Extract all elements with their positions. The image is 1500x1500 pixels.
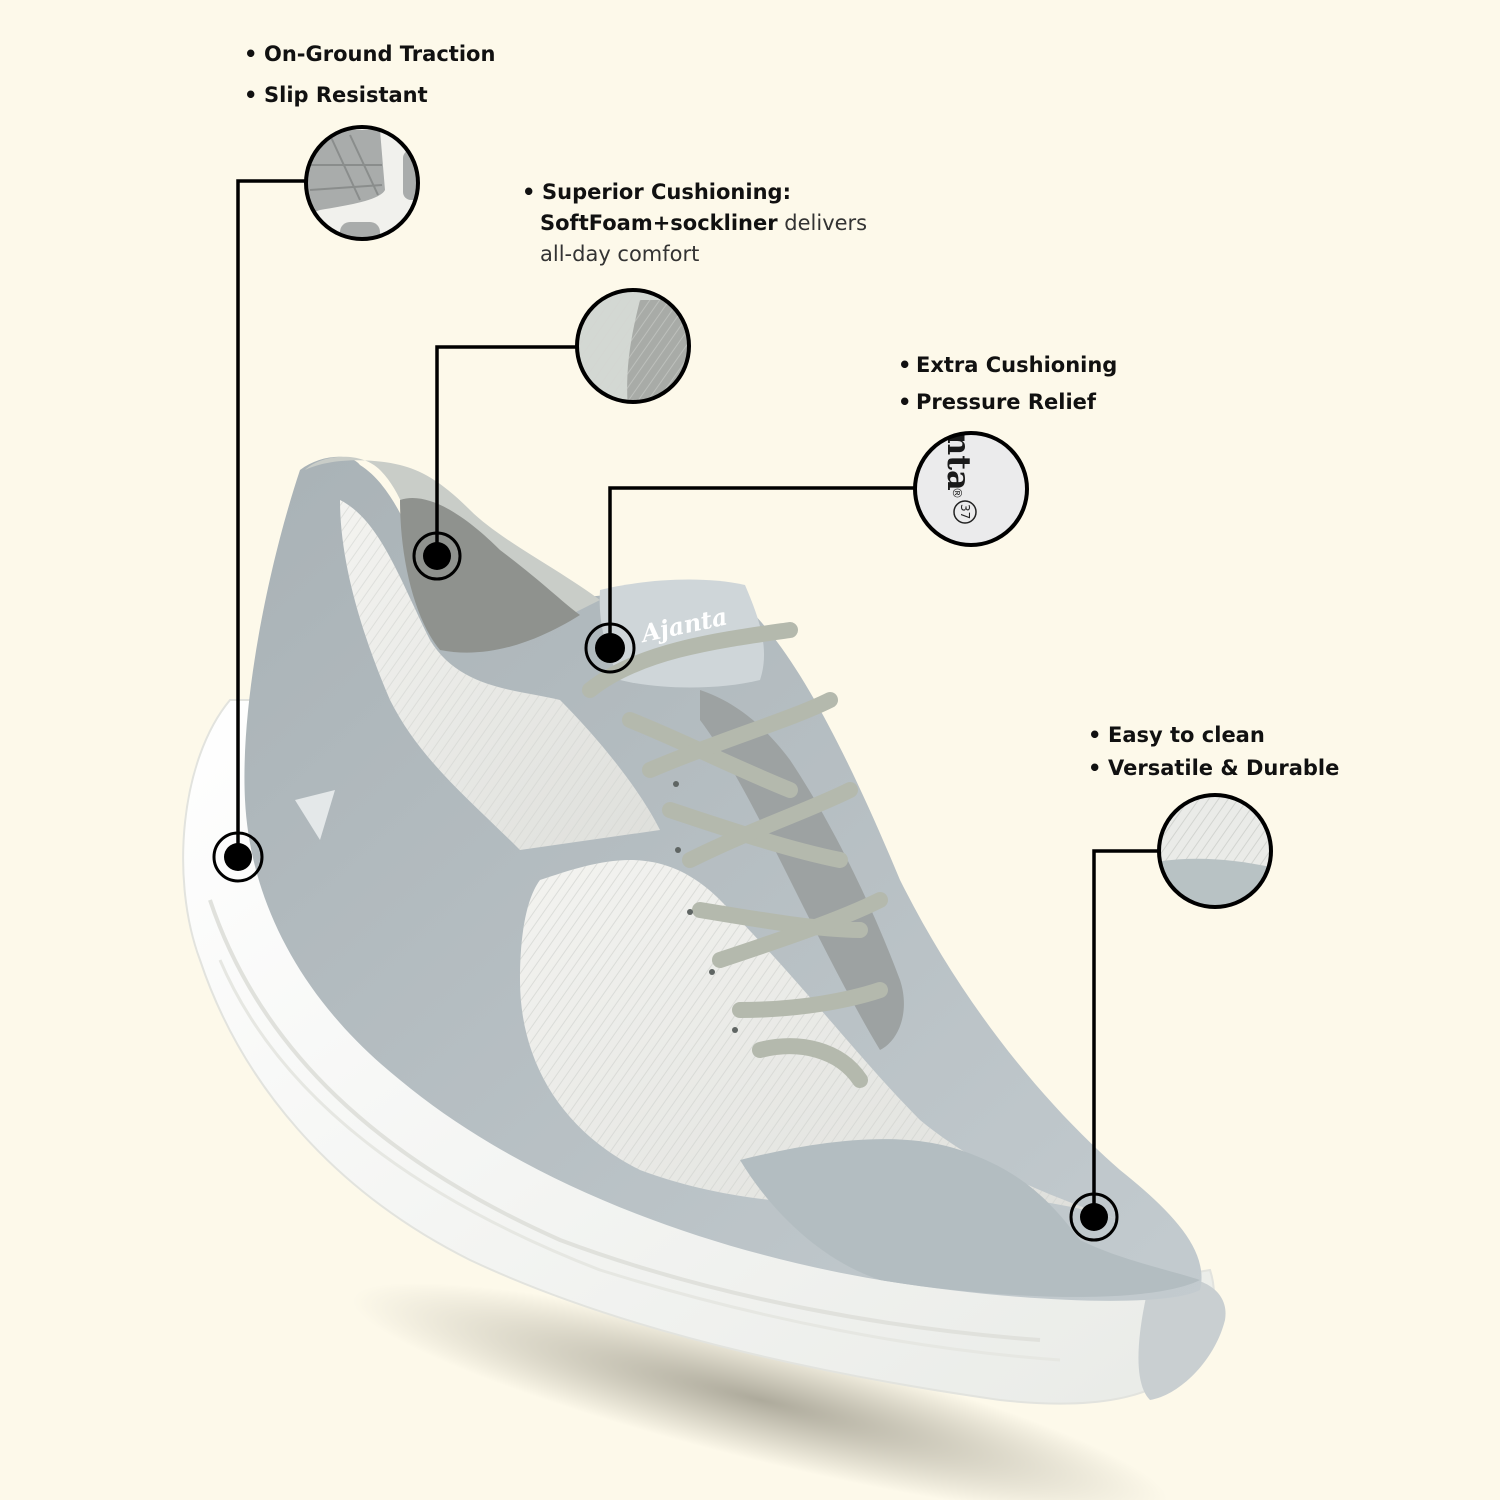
ground-shadow	[352, 1282, 1168, 1500]
feature-bullet: •Extra Cushioning	[898, 353, 1118, 377]
feature-bullet: •Pressure Relief	[898, 390, 1097, 414]
feature-bullet: •On-Ground Traction	[244, 42, 496, 66]
eyelets	[673, 781, 738, 1033]
toe-bumper	[1138, 1277, 1226, 1400]
svg-text:®: ®	[950, 487, 964, 499]
shoelaces	[582, 622, 888, 1088]
marker-tongue[interactable]	[584, 622, 636, 674]
feature-insole: •Extra Cushioning •Pressure Relief	[898, 347, 1117, 421]
collar-inner-lining	[400, 498, 580, 653]
marker-midsole[interactable]	[212, 831, 264, 883]
toe-cap-overlay	[740, 1139, 1200, 1297]
zoom-insole-logo: nta ® 37	[913, 431, 1029, 547]
feature-cushioning: •Superior Cushioning: SoftFoam+sockliner…	[522, 180, 868, 266]
feature-outsole: •On-Ground Traction •Slip Resistant	[244, 34, 495, 116]
zoom-upper-mesh	[1157, 793, 1273, 909]
mesh-texture	[340, 500, 660, 850]
svg-text:37: 37	[958, 504, 972, 519]
zoom-sockliner-mesh	[575, 288, 691, 404]
feature-upper: •Easy to clean •Versatile & Durable	[1088, 719, 1339, 785]
feature-bullet: •Slip Resistant	[244, 83, 428, 107]
zoom-outsole-tread	[304, 125, 420, 241]
marker-toe[interactable]	[1069, 1192, 1119, 1242]
mesh-texture	[520, 860, 1120, 1220]
callout-lines	[236, 179, 1159, 1217]
feature-bullet: •Versatile & Durable	[1088, 756, 1340, 780]
midsole-ridge	[218, 959, 1061, 1362]
side-logo-mark	[295, 790, 335, 840]
marker-heel-lining[interactable]	[412, 531, 462, 581]
svg-text:nta: nta	[940, 432, 978, 491]
shoe-upper	[244, 456, 1202, 1301]
midsole-ridge	[208, 899, 1041, 1342]
feature-bullet: •Easy to clean	[1088, 723, 1265, 747]
